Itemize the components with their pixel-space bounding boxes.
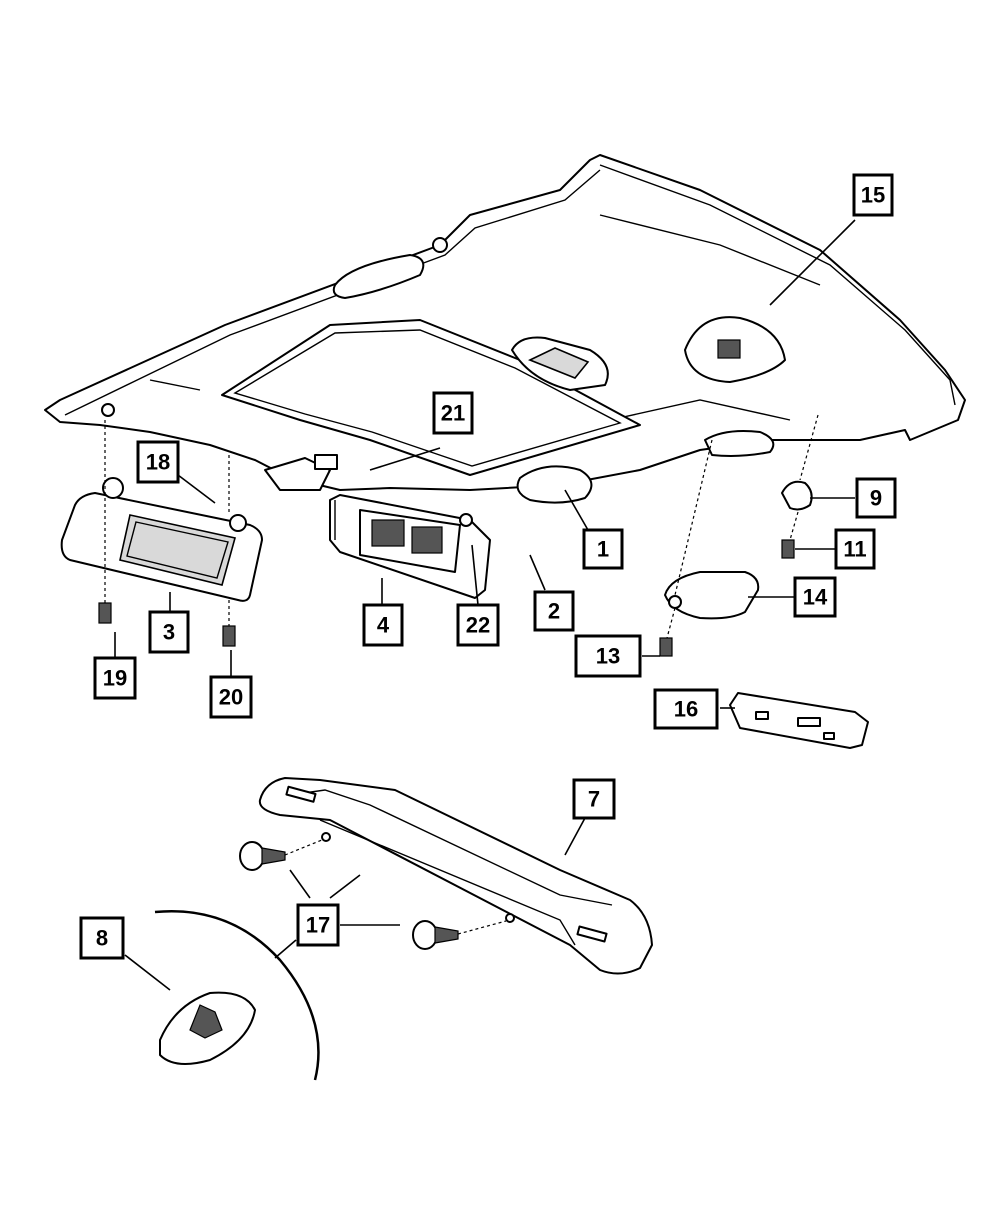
callout-18: 18 xyxy=(136,440,180,484)
svg-text:8: 8 xyxy=(96,926,108,951)
callout-15: 13 xyxy=(574,634,642,678)
callout-2: 2 xyxy=(533,590,575,632)
svg-text:18: 18 xyxy=(146,450,170,475)
svg-text:17: 17 xyxy=(306,913,330,938)
svg-text:1: 1 xyxy=(597,537,609,562)
svg-text:3: 3 xyxy=(163,620,175,645)
callout-22: 22 xyxy=(456,603,500,647)
svg-text:14: 14 xyxy=(803,585,828,610)
svg-text:20: 20 xyxy=(219,685,243,710)
callout-7: 9 xyxy=(855,477,897,519)
callout-19: 19 xyxy=(93,656,137,700)
svg-text:11: 11 xyxy=(843,537,866,562)
svg-text:22: 22 xyxy=(466,613,490,638)
callout-1: 1 xyxy=(582,528,624,570)
callout-8: 11 xyxy=(834,528,876,570)
svg-text:19: 19 xyxy=(103,666,127,691)
svg-text:21: 21 xyxy=(441,401,465,426)
svg-text:15: 15 xyxy=(861,183,885,208)
callout-13: 17 xyxy=(296,903,340,947)
headliner-panel xyxy=(44,154,966,504)
callout-9: 7 xyxy=(572,778,616,820)
callout-16: 15 xyxy=(852,173,894,217)
coat-hook xyxy=(781,414,819,559)
callout-20: 20 xyxy=(209,675,253,719)
svg-text:2: 2 xyxy=(548,599,560,624)
assist-handle xyxy=(659,439,760,657)
overhead-console xyxy=(329,494,491,599)
svg-text:16: 16 xyxy=(674,697,698,722)
sun-visor xyxy=(60,477,263,602)
svg-text:9: 9 xyxy=(870,486,882,511)
svg-text:7: 7 xyxy=(588,787,600,812)
callout-14: 14 xyxy=(793,576,837,618)
leader-lines xyxy=(114,219,856,991)
callout-17: 16 xyxy=(653,688,719,730)
push-pin-fasteners xyxy=(239,839,507,950)
visor-screws xyxy=(98,420,236,647)
svg-text:4: 4 xyxy=(377,613,390,638)
svg-text:13: 13 xyxy=(596,644,620,669)
rear-header-trim xyxy=(258,777,653,975)
reading-lamp xyxy=(729,692,869,749)
callout-21: 21 xyxy=(432,391,474,435)
callout-4: 4 xyxy=(362,603,404,647)
callout-3: 3 xyxy=(148,610,190,654)
callout-11: 8 xyxy=(79,916,125,960)
detail-view xyxy=(154,910,320,1081)
